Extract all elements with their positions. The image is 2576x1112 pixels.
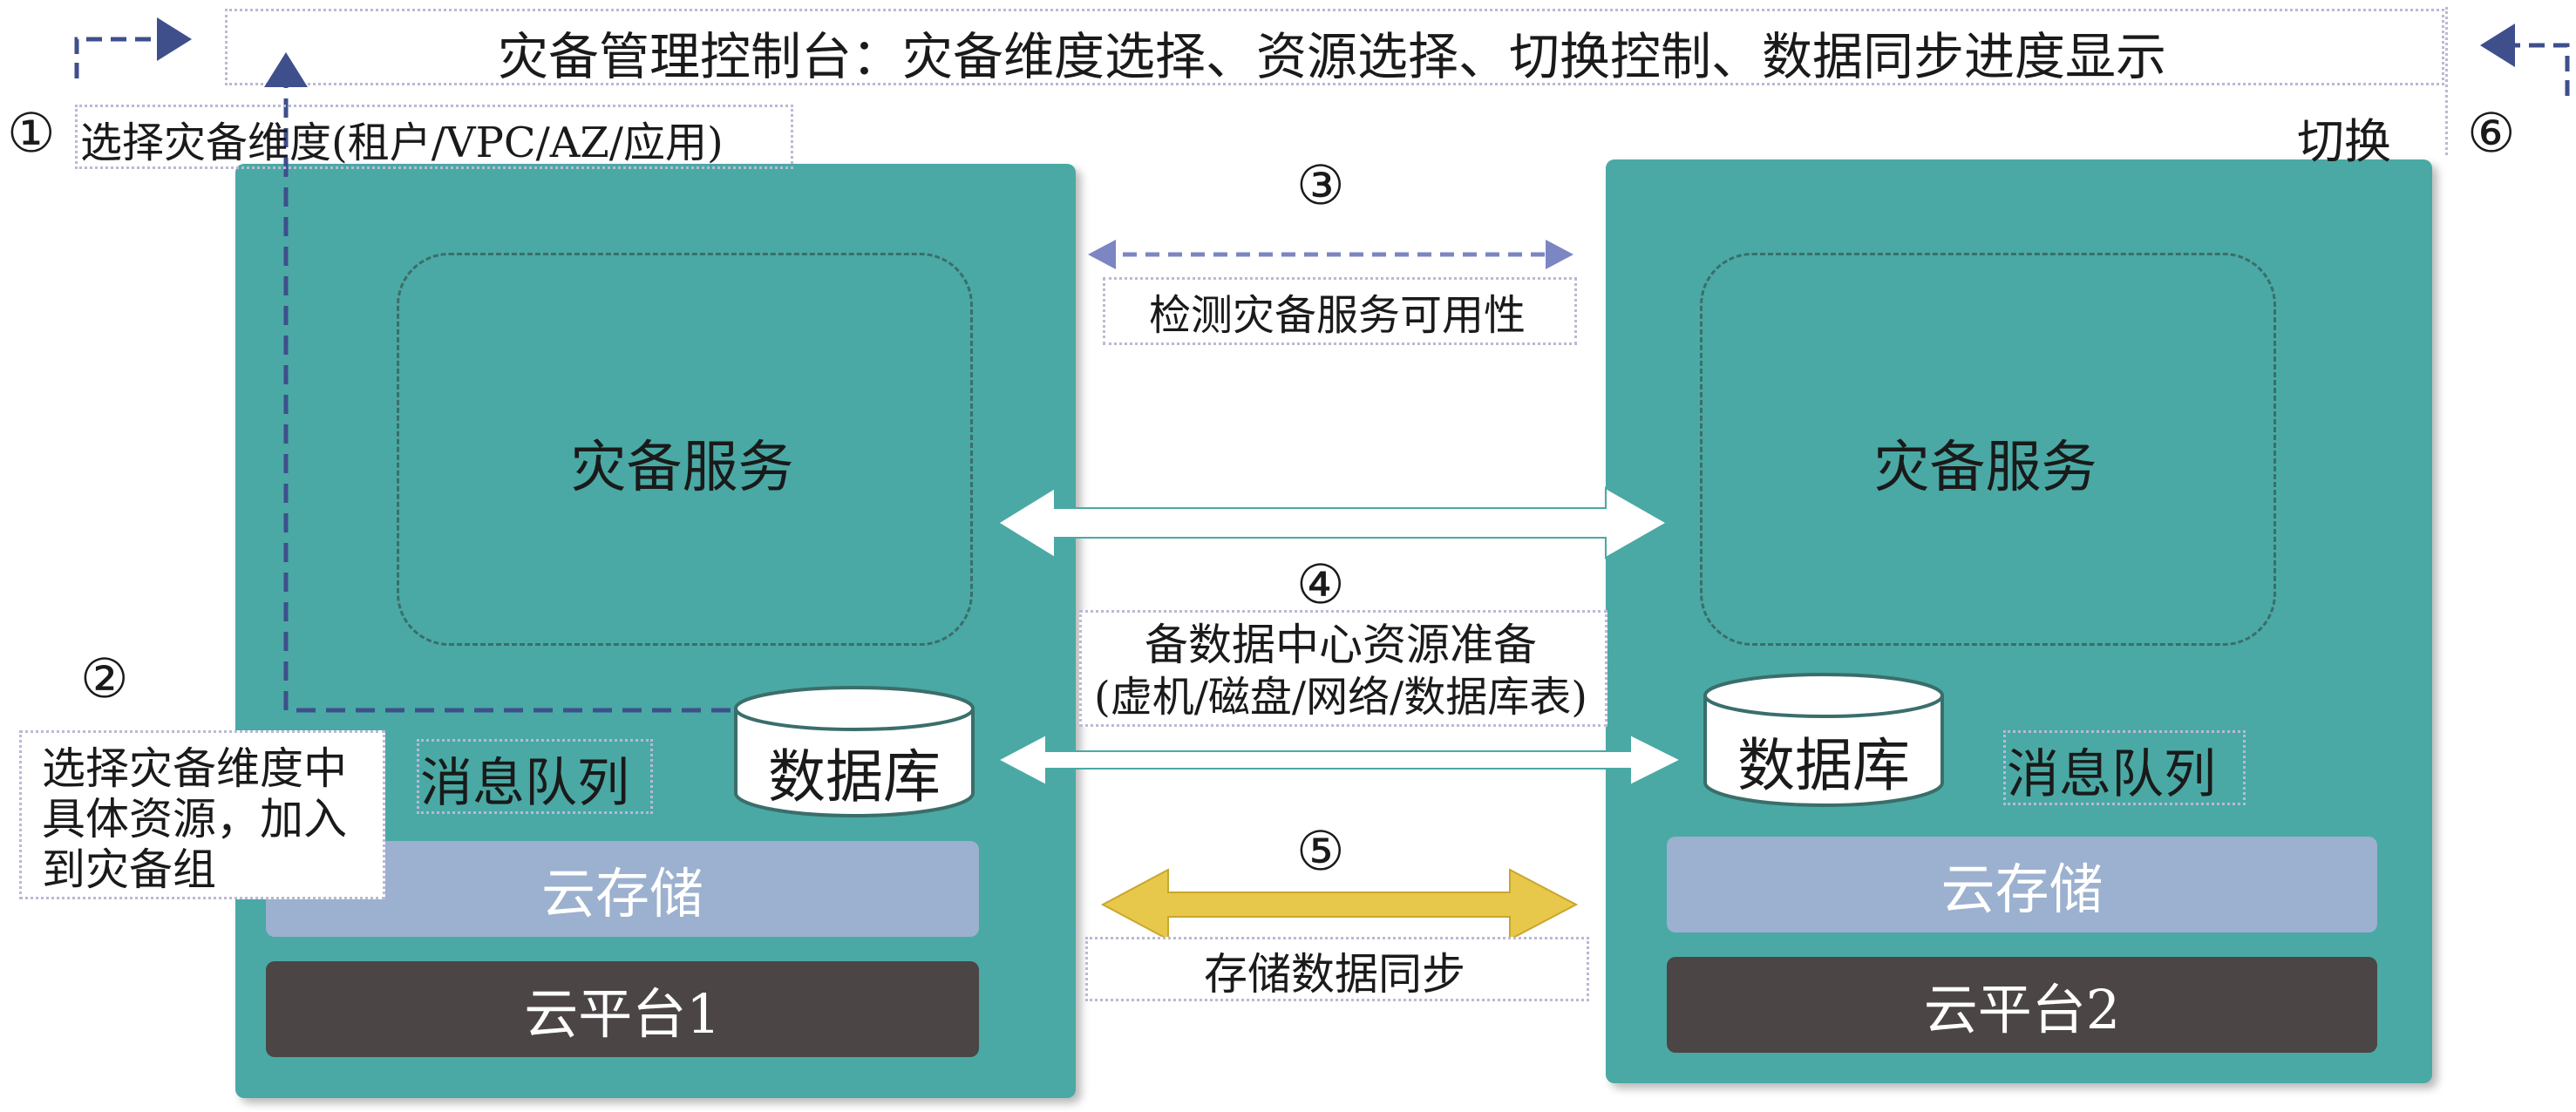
left-mq-box: [417, 739, 653, 814]
step-1-box: [75, 105, 793, 169]
step-4-line-2: (虚机/磁盘/网络/数据库表): [1094, 673, 1587, 722]
step-6-text: 切换: [2297, 114, 2391, 169]
right-cloud-storage: 云存储: [1667, 837, 2377, 932]
right-database-label: 数据库: [1737, 732, 1910, 799]
left-database-icon: [734, 686, 975, 817]
right-cloud-platform-label: 云平台2: [1667, 957, 2377, 1053]
step-3-text: 检测灾备服务可用性: [1148, 291, 1526, 340]
database-sync-arrow: [996, 733, 1683, 787]
db-to-console-dashed-arrow: [264, 52, 731, 713]
step-3-box: [1103, 277, 1577, 345]
step-4-box: [1079, 610, 1607, 727]
left-database-label: 数据库: [768, 743, 941, 810]
right-mq-label: 消息队列: [2007, 744, 2216, 805]
right-database-icon: [1703, 673, 1944, 807]
top-left-dashed-arrow: [74, 17, 192, 78]
step-2-box: [19, 730, 385, 899]
step-5-number: ⑤: [1296, 819, 1345, 883]
step-1-text: 选择灾备维度(租户/VPC/AZ/应用): [80, 119, 724, 167]
left-dr-service-box: [397, 253, 973, 646]
left-mq-label: 消息队列: [420, 753, 629, 814]
left-dr-service-label: 灾备服务: [570, 436, 794, 500]
step-5-box: [1085, 937, 1589, 1001]
step-4-number: ④: [1296, 553, 1345, 616]
title-box: [225, 9, 2444, 85]
console-title: 灾备管理控制台：灾备维度选择、资源选择、切换控制、数据同步进度显示: [497, 27, 2166, 86]
right-dr-service-label: 灾备服务: [1873, 436, 2097, 500]
step-4-line-1: 备数据中心资源准备: [1145, 620, 1537, 670]
right-dr-service-box: [1700, 253, 2276, 646]
step-2-number: ②: [80, 647, 129, 710]
service-sync-arrow: [996, 486, 1669, 559]
step-2-line-3: 到灾备组: [42, 844, 216, 895]
step-6-box: [2445, 7, 2453, 155]
step-6-number: ⑥: [2467, 101, 2516, 165]
step-2-line-1: 选择灾备维度中: [42, 743, 347, 794]
storage-sync-arrow: [1100, 868, 1579, 941]
right-mq-box: [2003, 730, 2246, 805]
left-cloud-platform-label: 云平台1: [266, 961, 979, 1057]
step-3-number: ③: [1296, 153, 1345, 217]
top-right-dashed-arrow: [2480, 24, 2570, 96]
step-2-line-2: 具体资源，加入: [42, 794, 347, 844]
step-1-number: ①: [7, 101, 56, 165]
step-5-text: 存储数据同步: [1204, 949, 1465, 1000]
